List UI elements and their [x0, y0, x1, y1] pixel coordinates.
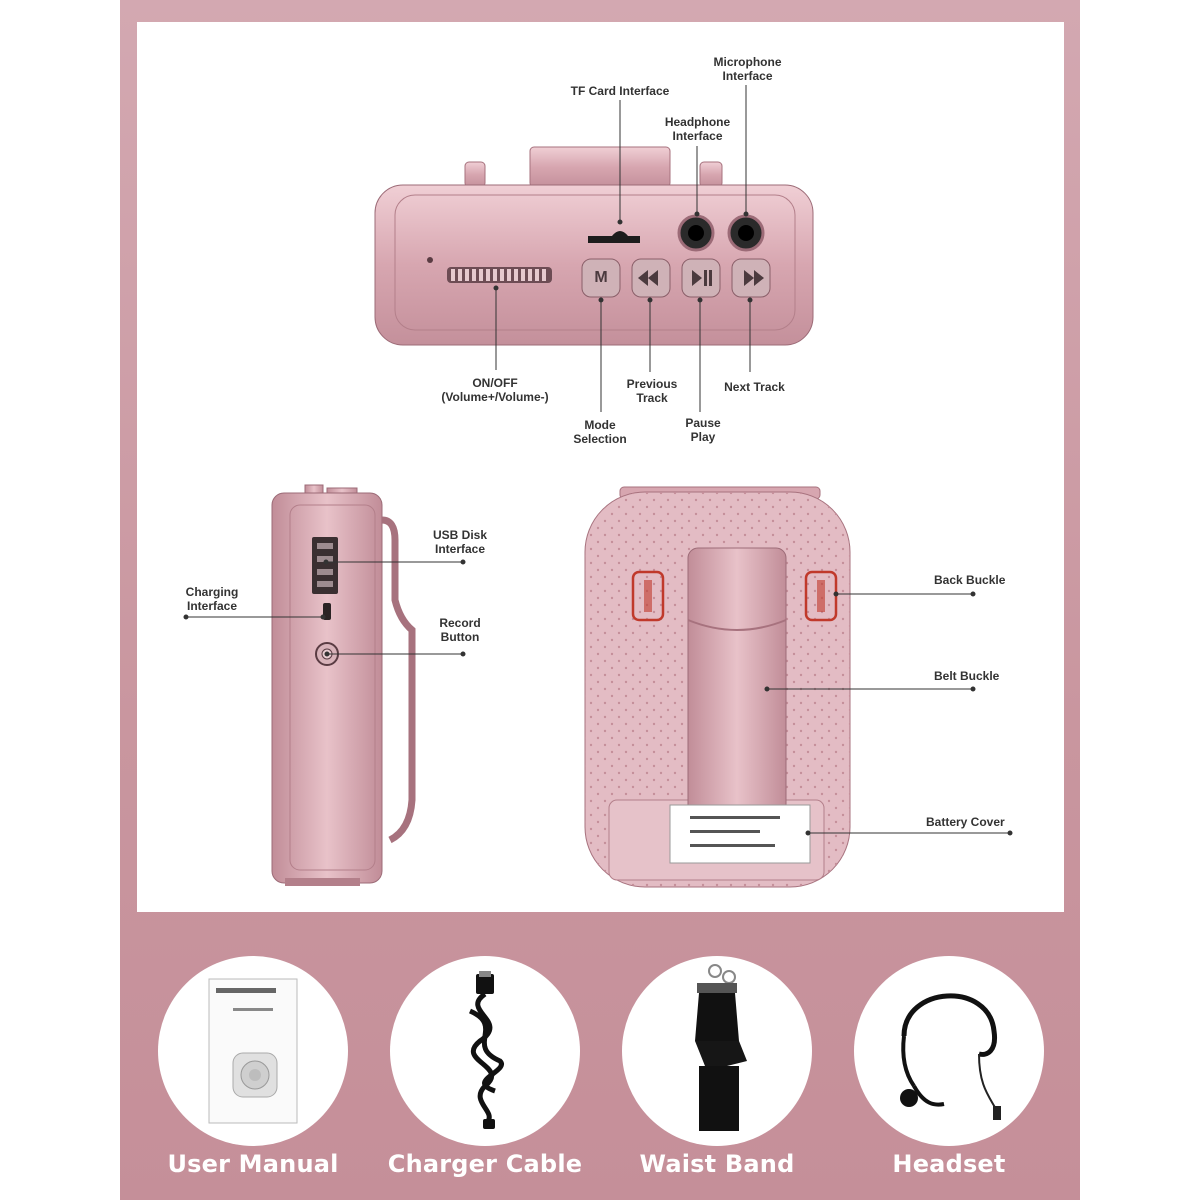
- product-sticker: [669, 804, 811, 864]
- clip-strap: [381, 516, 416, 844]
- label-tf-card-interface: TF Card Interface: [570, 84, 670, 98]
- label-headphone-interface: Headphone Interface: [664, 115, 731, 143]
- waist-band-icon: [695, 964, 747, 1131]
- accessory-charger-cable: [390, 956, 580, 1146]
- label-pause-play: Pause Play: [685, 416, 721, 444]
- top-view-device: [374, 146, 814, 346]
- mode-button: [581, 258, 621, 298]
- user-manual-icon: [208, 978, 298, 1124]
- back-buckle-left: [631, 570, 665, 622]
- charger-cable-icon: [468, 971, 504, 1129]
- label-next-track: Next Track: [724, 380, 785, 394]
- mode-button-glyph: M: [594, 269, 608, 286]
- label-previous-track: Previous Track: [626, 377, 678, 405]
- back-view-device: [584, 486, 851, 888]
- indicator-dot: [427, 257, 433, 263]
- accessory-waist-band: [622, 956, 812, 1146]
- usb-port: [312, 537, 338, 594]
- label-battery-cover: Battery Cover: [926, 815, 1005, 829]
- label-charging-interface: Charging Interface: [185, 585, 239, 613]
- accessory-label-headset: Headset: [892, 1150, 1006, 1178]
- label-microphone-interface: Microphone Interface: [713, 55, 782, 83]
- label-back-buckle: Back Buckle: [934, 573, 1006, 587]
- accessory-headset: [854, 956, 1044, 1146]
- accessory-label-charger-cable: Charger Cable: [387, 1150, 583, 1178]
- tf-card-slot: [588, 231, 640, 243]
- headset-icon: [900, 993, 1001, 1120]
- label-record-button: Record Button: [439, 616, 481, 644]
- accessory-label-user-manual: User Manual: [167, 1150, 339, 1178]
- label-belt-buckle: Belt Buckle: [934, 669, 1000, 683]
- label-on-off: ON/OFF (Volume+/Volume-): [441, 376, 549, 404]
- side-view-device: [271, 484, 416, 886]
- label-usb-disk-interface: USB Disk Interface: [432, 528, 488, 556]
- accessory-user-manual: [158, 956, 348, 1146]
- label-mode-selection: Mode Selection: [573, 418, 627, 446]
- accessory-label-waist-band: Waist Band: [639, 1150, 795, 1178]
